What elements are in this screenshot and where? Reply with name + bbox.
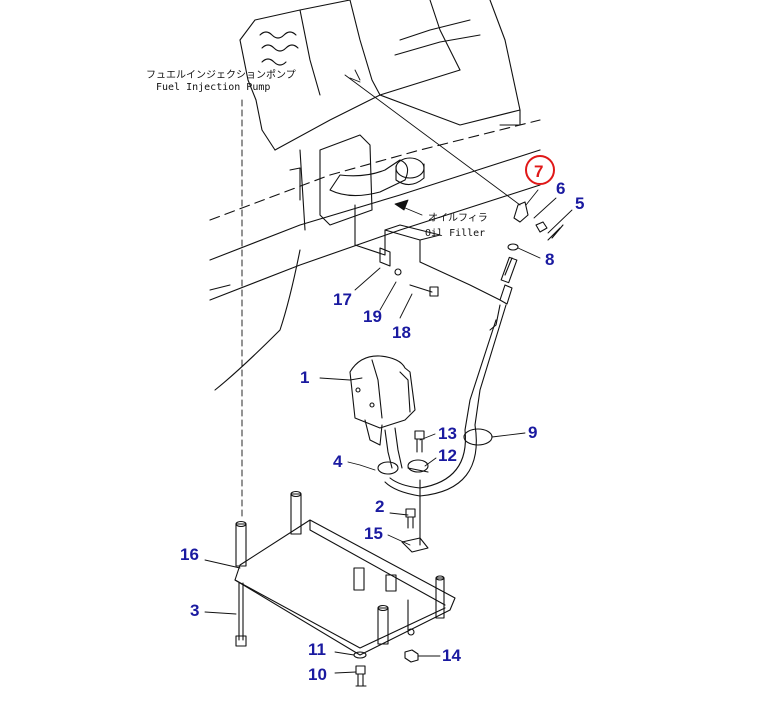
filler-label-jp: オイルフィラ	[428, 212, 488, 224]
base-plate	[234, 490, 456, 656]
callout-numbers: 1 2 3 4 5 6 7 8 9 10 11 12 13 14 15 16 1…	[180, 162, 584, 684]
callout-1: 1	[300, 368, 309, 387]
callout-19: 19	[363, 307, 382, 326]
callout-16: 16	[180, 545, 199, 564]
callout-12: 12	[438, 446, 457, 465]
annotation-labels: フュエルインジェクションポンプ Fuel Injection Pump オイルフ…	[146, 69, 488, 239]
callout-3: 3	[190, 601, 199, 620]
callout-5: 5	[575, 194, 584, 213]
callout-2: 2	[375, 497, 384, 516]
pump-label-jp: フュエルインジェクションポンプ	[146, 69, 296, 81]
nut	[404, 649, 419, 663]
small-bolts	[401, 430, 429, 553]
dipstick-parts	[394, 201, 564, 297]
callout-7: 7	[534, 162, 543, 181]
callout-17: 17	[333, 290, 352, 309]
callout-4: 4	[333, 452, 343, 471]
long-bolt	[235, 582, 247, 647]
callout-6: 6	[556, 179, 565, 198]
callout-14: 14	[442, 646, 461, 665]
callout-11: 11	[308, 640, 326, 659]
callout-8: 8	[545, 250, 554, 269]
engine-block	[209, 0, 541, 391]
callout-10: 10	[308, 665, 327, 684]
callout-18: 18	[392, 323, 411, 342]
oil-filler-pipe	[289, 134, 441, 267]
dipstick-tube	[384, 256, 518, 497]
highlight-circle	[525, 155, 555, 185]
tank	[349, 355, 429, 475]
bottom-bolt	[353, 651, 367, 687]
pump-label-en: Fuel Injection Pump	[156, 82, 270, 93]
callout-15: 15	[364, 524, 383, 543]
callout-9: 9	[528, 423, 537, 442]
callout-13: 13	[438, 424, 457, 443]
filler-label-en: Oil Filler	[425, 228, 485, 239]
leader-lines	[204, 69, 573, 674]
